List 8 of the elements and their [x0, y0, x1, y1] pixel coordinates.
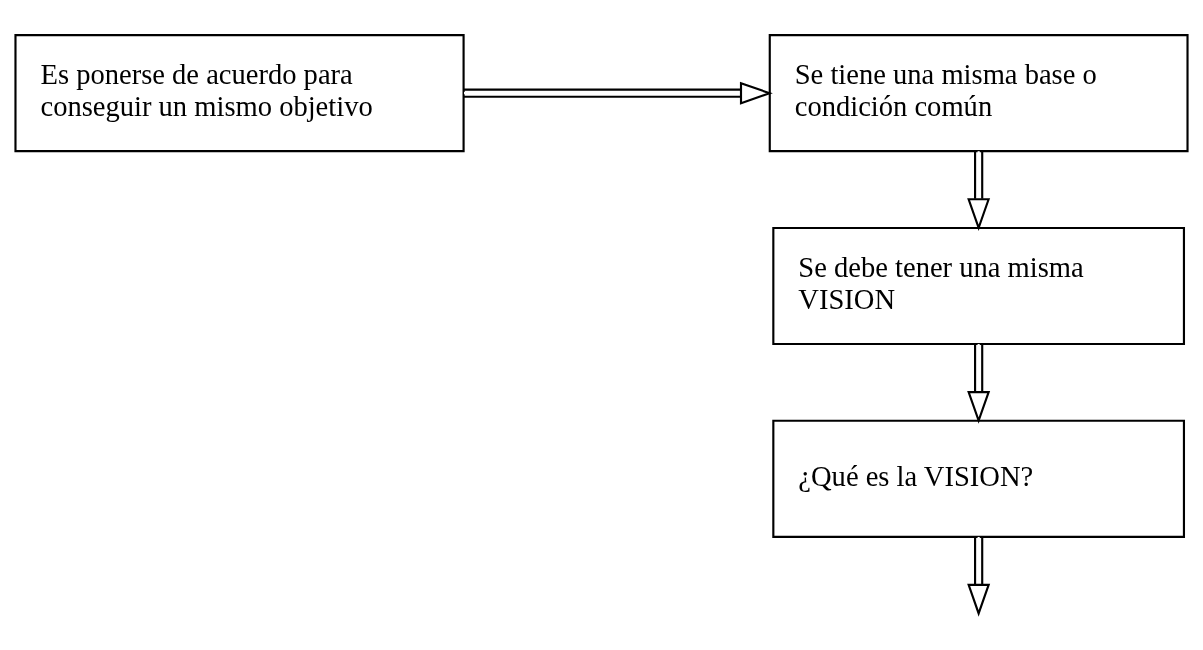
node-box: ¿Qué es la VISION?	[772, 419, 1185, 538]
arrow	[967, 536, 991, 617]
arrow	[464, 81, 773, 105]
node-box: Es ponerse de acuerdo para conseguir un mismo objetivo	[14, 34, 465, 153]
node-box: Se tiene una misma base o condición común	[768, 34, 1189, 153]
arrow	[967, 344, 991, 424]
arrow	[967, 151, 991, 232]
node-box: Se debe tener una misma VISION	[772, 226, 1185, 346]
